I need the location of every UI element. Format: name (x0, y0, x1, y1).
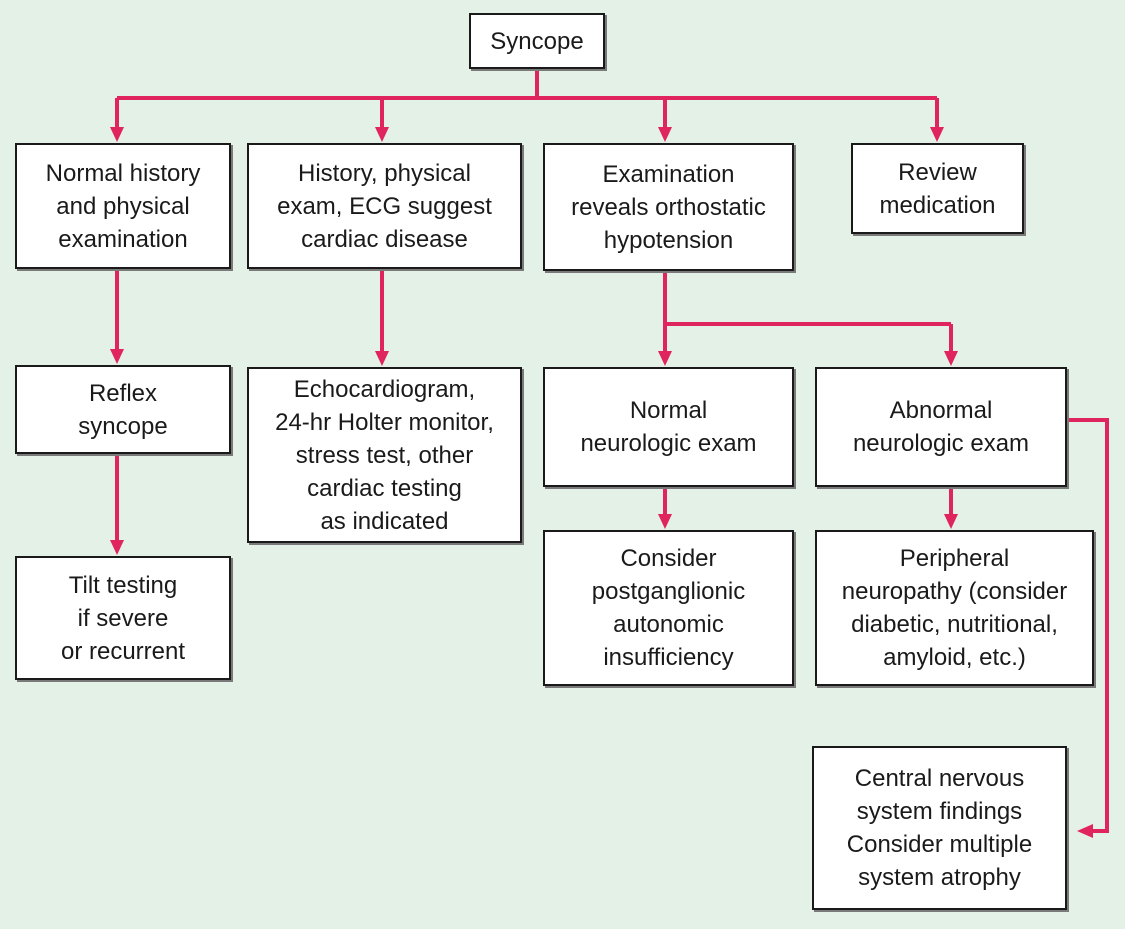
node-cns-findings: Central nervous system findings Consider… (812, 746, 1067, 910)
node-syncope: Syncope (469, 13, 605, 69)
node-peripheral-neuropathy: Peripheral neuropathy (consider diabetic… (815, 530, 1094, 686)
node-reflex-syncope: Reflex syncope (15, 365, 231, 454)
node-postganglionic: Consider postganglionic autonomic insuff… (543, 530, 794, 686)
arrowhead-reflex-syncope (110, 349, 124, 364)
node-review-medication: Review medication (851, 143, 1024, 234)
arrowhead-normal-neuro (658, 351, 672, 366)
arrowhead-normal-history (110, 127, 124, 142)
arrowhead-orthostatic (658, 127, 672, 142)
node-orthostatic: Examination reveals orthostatic hypotens… (543, 143, 794, 271)
arrowhead-peripheral-neuropathy (944, 514, 958, 529)
connector-lines (115, 68, 1109, 833)
node-normal-neuro: Normal neurologic exam (543, 367, 794, 487)
arrowhead-cns-findings (1077, 824, 1093, 838)
arrowhead-cardiac-testing (375, 351, 389, 366)
arrowhead-postganglionic (658, 514, 672, 529)
node-normal-history: Normal history and physical examination (15, 143, 231, 269)
connector-to-cns-findings (1066, 418, 1109, 833)
arrowhead-review-medication (930, 127, 944, 142)
node-cardiac-suggest: History, physical exam, ECG suggest card… (247, 143, 522, 269)
node-cardiac-testing: Echocardiogram, 24-hr Holter monitor, st… (247, 367, 522, 543)
connector-arrowheads (110, 127, 1093, 838)
arrowhead-abnormal-neuro (944, 351, 958, 366)
node-tilt-testing: Tilt testing if severe or recurrent (15, 556, 231, 680)
node-abnormal-neuro: Abnormal neurologic exam (815, 367, 1067, 487)
arrowhead-cardiac-suggest (375, 127, 389, 142)
arrowhead-tilt-testing (110, 540, 124, 555)
